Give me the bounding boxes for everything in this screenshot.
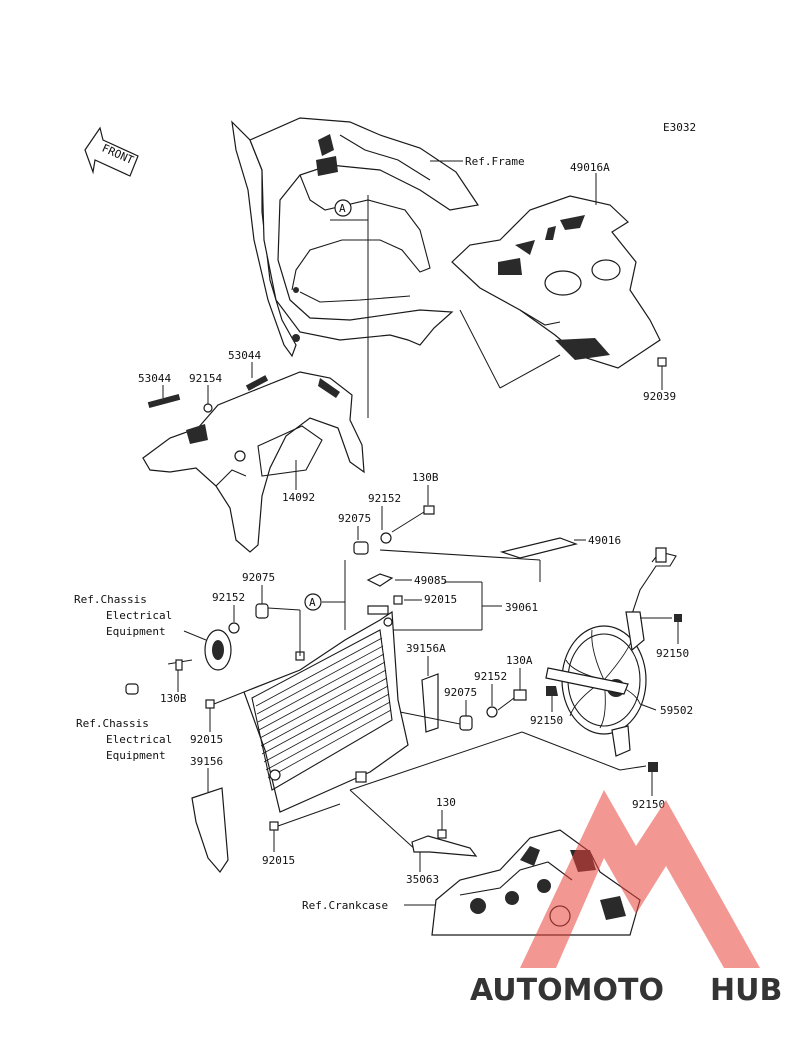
- callout-a-top: A: [334, 199, 352, 217]
- watermark-text-b: HUB: [710, 973, 782, 1008]
- ref-frame-label: Ref.Frame: [465, 155, 525, 168]
- svg-text:Electrical: Electrical: [106, 733, 172, 746]
- bolt-92015-bot-icon: [269, 821, 279, 831]
- watermark-text-a: AUTOMOTO: [470, 973, 664, 1008]
- bolt-92039-icon: [657, 357, 667, 367]
- ref-crankcase-label: Ref.Crankcase: [302, 899, 388, 912]
- fan-59502: [545, 547, 677, 757]
- radiator-39061: [243, 610, 409, 813]
- panel-14092: [142, 371, 365, 553]
- svg-text:Electrical: Electrical: [106, 609, 172, 622]
- part-92150-top-label: 92150: [656, 647, 689, 660]
- bolt-92015-left-icon: [205, 699, 215, 709]
- part-92015-bot-label: 92015: [262, 854, 295, 867]
- part-92015-top-label: 92015: [424, 593, 457, 606]
- cover-49016A: [451, 195, 661, 369]
- cap-49085-icon: [366, 573, 394, 587]
- washer-92152-mid-icon: [486, 706, 498, 718]
- part-92075-mid-label: 92075: [444, 686, 477, 699]
- hose-35063-icon: [411, 835, 478, 857]
- nut-92150-bot-icon: [648, 762, 658, 772]
- part-53044-right-label: 53044: [228, 349, 261, 362]
- part-92154-label: 92154: [189, 372, 222, 385]
- svg-text:Ref.Chassis: Ref.Chassis: [74, 593, 147, 606]
- grommet-92075-top-icon: [353, 541, 369, 555]
- guard-39156A-icon: [421, 673, 439, 733]
- svg-text:Equipment: Equipment: [106, 625, 166, 638]
- frame-drawing: [231, 117, 480, 358]
- ref-chassis-label-2: Ref.Chassis Electrical Equipment: [76, 717, 172, 762]
- part-92075-left-label: 92075: [242, 571, 275, 584]
- part-92039-label: 92039: [643, 390, 676, 403]
- part-130B-top-label: 130B: [412, 471, 439, 484]
- grommet-92075-left-icon: [255, 603, 269, 619]
- part-92152-mid-label: 92152: [474, 670, 507, 683]
- svg-text:Ref.Chassis: Ref.Chassis: [76, 717, 149, 730]
- shroud-39156-icon: [191, 787, 229, 873]
- nut-92150-top-icon: [674, 614, 682, 622]
- part-59502-label: 59502: [660, 704, 693, 717]
- part-92150-mid-label: 92150: [530, 714, 563, 727]
- part-130B-left-label: 130B: [160, 692, 187, 705]
- part-53044-left-label: 53044: [138, 372, 171, 385]
- part-49085-label: 49085: [414, 574, 447, 587]
- ref-chassis-label-1: Ref.Chassis Electrical Equipment: [74, 593, 172, 638]
- part-92152-top-label: 92152: [368, 492, 401, 505]
- bolt-92015-top-icon: [393, 595, 403, 605]
- cap-lower-icon: [367, 605, 389, 615]
- part-35063-label: 35063: [406, 873, 439, 886]
- plate-49016-icon: [499, 537, 579, 559]
- part-39156-label: 39156: [190, 755, 223, 768]
- part-39061-label: 39061: [505, 601, 538, 614]
- washer-92152-left-icon: [228, 622, 240, 634]
- automotohub-watermark: AUTOMOTO HUB: [470, 790, 782, 1008]
- part-49016-label: 49016: [588, 534, 621, 547]
- part-14092-label: 14092: [282, 491, 315, 504]
- front-arrow-icon: FRONT: [84, 126, 139, 177]
- part-49016A-label: 49016A: [570, 161, 610, 174]
- cap-left-icon: [125, 683, 139, 695]
- callout-a-lower: A: [304, 593, 322, 611]
- nut-92150-mid-icon: [546, 686, 558, 696]
- part-92150-bot-label: 92150: [632, 798, 665, 811]
- diagram-code: E3032: [663, 121, 696, 134]
- part-130A-label: 130A: [506, 654, 533, 667]
- clip-53044-left-icon: [147, 393, 181, 409]
- horn-icon: [204, 629, 232, 671]
- bolt-92154-icon: [203, 403, 213, 413]
- svg-text:A: A: [339, 202, 346, 215]
- bolt-130A-icon: [513, 689, 527, 701]
- part-92152-left-label: 92152: [212, 591, 245, 604]
- bolt-130B-left-icon: [175, 659, 183, 671]
- part-39156A-label: 39156A: [406, 642, 446, 655]
- bolt-130B-top-icon: [423, 505, 435, 515]
- svg-text:A: A: [309, 596, 316, 609]
- bolt-130-icon: [437, 829, 447, 839]
- clip-53044-right-icon: [245, 375, 269, 391]
- grommet-92075-mid-icon: [459, 715, 473, 731]
- part-92075-top-label: 92075: [338, 512, 371, 525]
- svg-text:Equipment: Equipment: [106, 749, 166, 762]
- part-92015-left-label: 92015: [190, 733, 223, 746]
- washer-92152-top-icon: [380, 532, 392, 544]
- part-130-label: 130: [436, 796, 456, 809]
